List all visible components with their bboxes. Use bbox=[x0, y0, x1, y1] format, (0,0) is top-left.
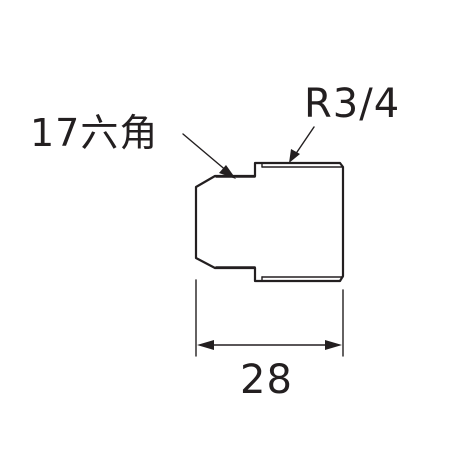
thread-leader-arrowhead bbox=[289, 149, 300, 163]
thread-size-label: R3/4 bbox=[304, 81, 401, 127]
hex-leader-line bbox=[182, 133, 229, 173]
thread-body-outline bbox=[253, 161, 345, 283]
hex-size-label: 17六角 bbox=[30, 111, 159, 155]
hex-leader-arrowhead bbox=[219, 165, 236, 179]
thread-leader-line bbox=[294, 126, 315, 156]
hex-body-outline bbox=[194, 174, 257, 270]
dimension-arrow-left bbox=[197, 340, 214, 350]
dimension-arrow-right bbox=[325, 340, 342, 350]
length-dimension-label: 28 bbox=[240, 357, 293, 403]
